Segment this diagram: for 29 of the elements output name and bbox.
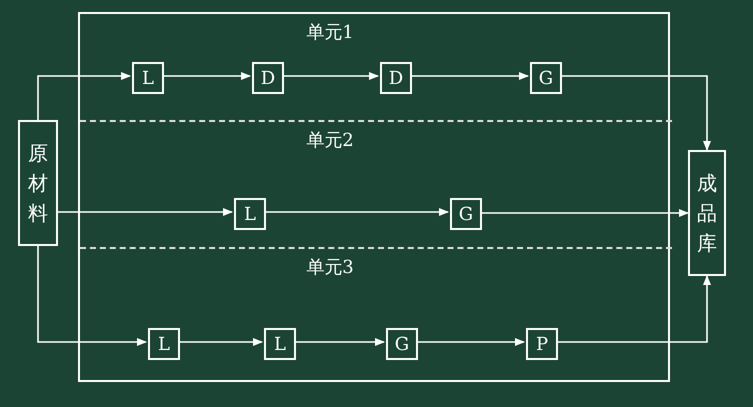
process-box: G — [530, 62, 562, 94]
store-box: 原材料 — [18, 120, 58, 246]
unit-heading: 单元2 — [305, 129, 355, 152]
arrow — [37, 246, 147, 346]
process-box: G — [386, 328, 418, 360]
arrow — [37, 72, 131, 120]
process-box: L — [264, 328, 296, 360]
frame-box — [78, 12, 670, 382]
arrow — [58, 208, 233, 216]
arrow — [416, 338, 525, 346]
arrow — [410, 72, 529, 80]
process-box: L — [132, 62, 164, 94]
unit-heading: 单元1 — [305, 21, 355, 44]
unit-heading: 单元3 — [305, 256, 355, 279]
process-box: D — [252, 62, 284, 94]
arrow — [282, 72, 379, 80]
arrow — [556, 275, 711, 343]
process-box: L — [234, 198, 266, 230]
process-box: D — [380, 62, 412, 94]
arrow — [294, 338, 385, 346]
arrow — [264, 208, 449, 216]
store-box: 成品库 — [688, 150, 726, 276]
process-box: G — [450, 198, 482, 230]
process-box: L — [148, 328, 180, 360]
process-box: P — [526, 328, 558, 360]
arrow — [178, 338, 263, 346]
arrow — [162, 72, 251, 80]
arrow — [480, 209, 689, 217]
arrow — [560, 75, 711, 151]
